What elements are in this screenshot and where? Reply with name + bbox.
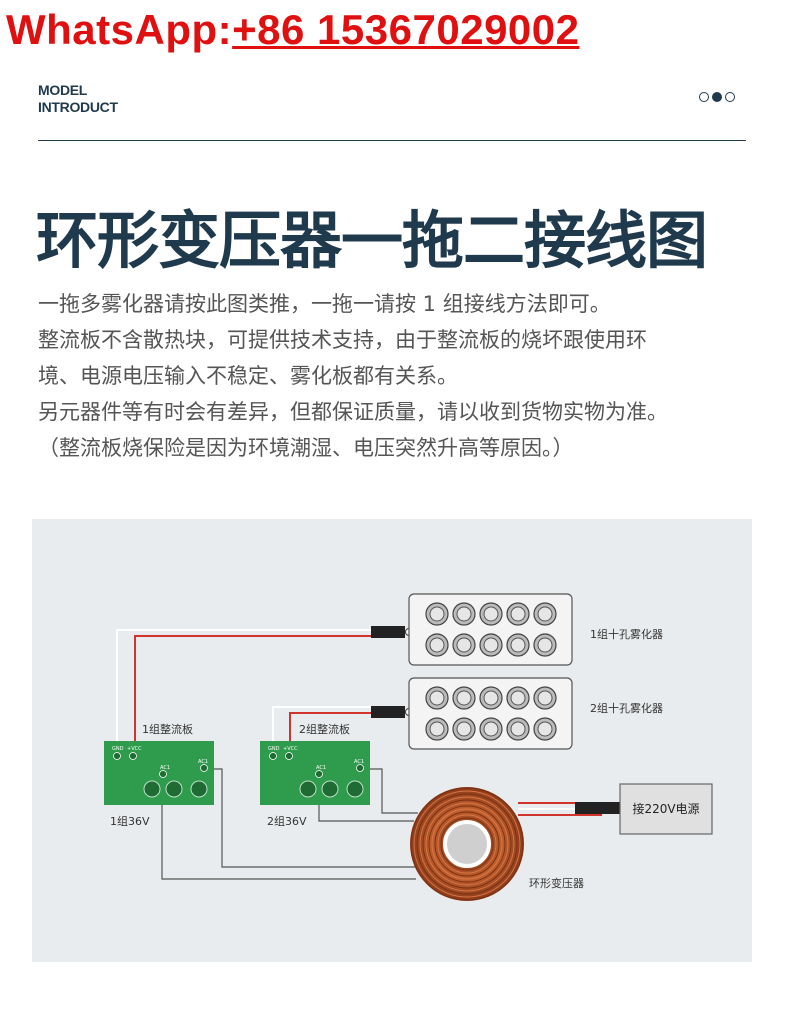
coil-winding bbox=[416, 793, 518, 895]
coil-winding bbox=[434, 811, 500, 877]
atomizer-1 bbox=[408, 593, 573, 666]
page-dot-2-active[interactable] bbox=[712, 92, 722, 102]
atomizer1-hole-inner bbox=[510, 606, 526, 622]
header-divider bbox=[38, 140, 746, 141]
whatsapp-prefix: WhatsApp: bbox=[6, 6, 233, 53]
board2-voltage: 2组36V bbox=[267, 814, 307, 828]
model-introduct-label: MODEL INTRODUCT bbox=[38, 82, 118, 116]
coil-winding bbox=[410, 787, 524, 901]
wires-board2-atomizer2 bbox=[272, 706, 371, 741]
description-block: 一拖多雾化器请按此图类推，一拖一请按 1 组接线方法即可。 整流板不含散热块，可… bbox=[38, 286, 758, 466]
power-label: 接220V电源 bbox=[632, 801, 699, 816]
atomizer2-label: 2组十孔雾化器 bbox=[590, 701, 663, 715]
atomizer2-hole-inner bbox=[537, 690, 553, 706]
description-line-5: （整流板烧保险是因为环境潮湿、电压突然升高等原因。） bbox=[38, 436, 574, 460]
transformer-label: 环形变压器 bbox=[529, 876, 584, 890]
board2-gnd-pin: GND bbox=[268, 746, 280, 752]
atomizer2-hole-inner bbox=[429, 721, 445, 737]
page-dot-1[interactable] bbox=[699, 92, 709, 102]
coil-winding bbox=[425, 802, 509, 886]
atomizer2-hole-inner bbox=[483, 721, 499, 737]
wires-board1-transformer bbox=[161, 768, 418, 880]
coil-winding bbox=[413, 790, 521, 898]
toroidal-transformer bbox=[410, 787, 524, 901]
atomizer2-hole-inner bbox=[456, 690, 472, 706]
board1-ac-pin-1: AC1 bbox=[160, 765, 170, 771]
model-line-2: INTRODUCT bbox=[38, 99, 118, 115]
atomizer1-hole-inner bbox=[483, 606, 499, 622]
description-line-3: 境、电源电压输入不稳定、雾化板都有关系。 bbox=[38, 364, 458, 388]
coil-winding bbox=[440, 817, 494, 871]
rectifier-board-2: GND +VCC AC1 AC1 bbox=[260, 741, 370, 805]
description-line-4: 另元器件等有时会有差异，但都保证质量，请以收到货物实物为准。 bbox=[38, 400, 668, 424]
page-dot-3[interactable] bbox=[725, 92, 735, 102]
atomizer1-hole-inner bbox=[456, 637, 472, 653]
whatsapp-number[interactable]: +86 15367029002 bbox=[232, 6, 580, 53]
atomizer1-hole-inner bbox=[537, 637, 553, 653]
atomizer-2 bbox=[408, 677, 573, 750]
page-title: 环形变压器一拖二接线图 bbox=[36, 204, 708, 277]
whatsapp-watermark: WhatsApp:+86 15367029002 bbox=[6, 6, 580, 54]
board1-gnd-pin: GND bbox=[112, 746, 124, 752]
board2-ac-pin-1: AC1 bbox=[316, 765, 326, 771]
coil-winding bbox=[419, 796, 515, 892]
page-indicator bbox=[699, 92, 735, 102]
atomizer2-hole-inner bbox=[510, 690, 526, 706]
atomizer1-hole-inner bbox=[537, 606, 553, 622]
board2-ac-pin-2: AC1 bbox=[354, 759, 364, 765]
atomizer2-hole-inner bbox=[537, 721, 553, 737]
description-line-2: 整流板不含散热块，可提供技术支持，由于整流板的烧坏跟使用环 bbox=[38, 328, 647, 352]
atomizer1-hole-inner bbox=[456, 606, 472, 622]
coil-winding bbox=[437, 814, 497, 874]
description-line-1: 一拖多雾化器请按此图类推，一拖一请按 1 组接线方法即可。 bbox=[38, 292, 611, 316]
board1-ac-pin-2: AC1 bbox=[198, 759, 208, 765]
power-source-box: 接220V电源 bbox=[619, 783, 713, 835]
coil-winding bbox=[422, 799, 512, 889]
atomizer1-label: 1组十孔雾化器 bbox=[590, 627, 663, 641]
board1-voltage: 1组36V bbox=[110, 814, 150, 828]
board1-vcc-pin: +VCC bbox=[127, 746, 142, 752]
atomizer2-hole-inner bbox=[456, 721, 472, 737]
coil-winding bbox=[431, 808, 503, 880]
atomizer1-connector bbox=[371, 626, 405, 638]
coil-winding bbox=[428, 805, 506, 883]
atomizer2-hole-inner bbox=[483, 690, 499, 706]
board2-label: 2组整流板 bbox=[299, 722, 350, 736]
wires-power bbox=[518, 802, 620, 816]
atomizer1-hole-inner bbox=[429, 637, 445, 653]
wires-board1-atomizer1 bbox=[116, 629, 371, 741]
atomizer2-hole-inner bbox=[429, 690, 445, 706]
atomizer1-hole-inner bbox=[510, 637, 526, 653]
atomizer2-connector bbox=[371, 706, 405, 718]
wiring-diagram-panel: 1组十孔雾化器 2组十孔雾化器 GND +VCC AC1 AC1 1组整流板 1… bbox=[32, 519, 752, 962]
board1-label: 1组整流板 bbox=[142, 722, 193, 736]
atomizer1-hole-inner bbox=[483, 637, 499, 653]
rectifier-board-1: GND +VCC AC1 AC1 bbox=[104, 741, 214, 805]
atomizer1-hole-inner bbox=[429, 606, 445, 622]
board2-vcc-pin: +VCC bbox=[283, 746, 298, 752]
atomizer2-hole-inner bbox=[510, 721, 526, 737]
wiring-diagram: 1组十孔雾化器 2组十孔雾化器 GND +VCC AC1 AC1 1组整流板 1… bbox=[104, 593, 713, 901]
model-line-1: MODEL bbox=[38, 82, 88, 98]
